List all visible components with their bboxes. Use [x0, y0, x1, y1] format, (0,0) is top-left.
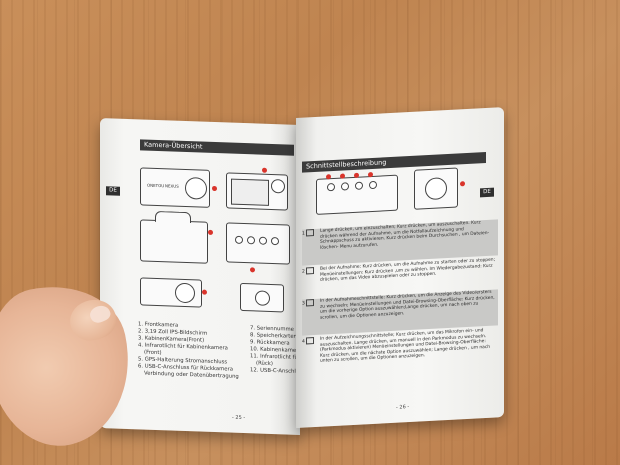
port-ring: [255, 290, 270, 306]
interface-description-header: Schnittstellbeschreibung: [302, 152, 486, 173]
callout-dot: [212, 185, 217, 192]
row-number: 2: [302, 267, 318, 275]
ips-screen: [231, 178, 269, 206]
parts-list-col2: 7. Seriennumme 8. Speicherkarten 9. Rück…: [250, 325, 298, 376]
buttons-top-diagram: [316, 174, 398, 215]
button-2: [341, 182, 349, 191]
button-3: [259, 236, 267, 245]
list-item: 12. USB-C-Anschl: [250, 367, 296, 375]
row-number: 4: [302, 337, 318, 345]
button-4: [271, 236, 279, 246]
button-symbol-icon: [305, 267, 314, 275]
camera-overview-header: Kamera-Übersicht: [140, 139, 294, 156]
button-2: [247, 236, 255, 245]
row-number: 1: [302, 229, 318, 237]
side-lens: [425, 177, 447, 201]
callout-dot: [262, 167, 267, 173]
button-symbol-icon: [305, 229, 314, 237]
callout-dot: [460, 181, 465, 187]
camera-top-diagram: [140, 210, 208, 264]
left-page: Kamera-Übersicht DE ONETOU NEXUS: [100, 118, 300, 435]
rear-lens: [175, 282, 195, 304]
instruction-row-4: 4 In der Aufzeichnungsschnittstelle; Kur…: [302, 327, 498, 379]
brand-label: ONETOU: [147, 182, 165, 189]
row-number-text: 4: [302, 339, 305, 345]
row-text: Lange drücken, um einzuschalten; Kurz dr…: [320, 220, 490, 251]
right-page: Schnittstellbeschreibung DE 1 Lange drüc…: [296, 107, 504, 428]
button-4: [369, 180, 377, 190]
row-number-text: 3: [302, 301, 305, 307]
callout-dot: [250, 267, 255, 273]
button-3: [355, 181, 363, 190]
button-symbol-icon: [305, 337, 314, 345]
usb-c-diagram: [240, 282, 284, 313]
button-1: [235, 235, 243, 244]
language-tab-left: DE: [106, 186, 120, 196]
front-lens: [185, 176, 207, 200]
rear-camera-diagram: [140, 277, 202, 308]
row-number-text: 1: [302, 231, 305, 237]
mount-bracket: [155, 210, 191, 224]
cabin-lens: [271, 178, 285, 194]
page-number-left: - 25 -: [232, 414, 246, 422]
camera-screen-diagram: [226, 172, 288, 211]
open-manual: Kamera-Übersicht DE ONETOU NEXUS: [100, 107, 505, 438]
camera-front-diagram: ONETOU NEXUS: [140, 167, 210, 208]
mount-side-diagram: [414, 167, 458, 210]
page-number-right: - 26 -: [396, 404, 410, 411]
callout-dot: [208, 229, 213, 235]
button-symbol-icon: [305, 299, 314, 307]
callout-dot: [202, 289, 207, 295]
row-number-text: 2: [302, 269, 305, 275]
button-1: [327, 182, 335, 192]
row-number: 3: [302, 299, 318, 307]
camera-buttons-diagram: [226, 222, 290, 265]
parts-list-col1: 1. Frontkamera 2. 3,19 Zoll IPS-Bildschi…: [138, 321, 239, 381]
language-tab-right: DE: [480, 187, 494, 198]
model-label: NEXUS: [165, 183, 179, 189]
